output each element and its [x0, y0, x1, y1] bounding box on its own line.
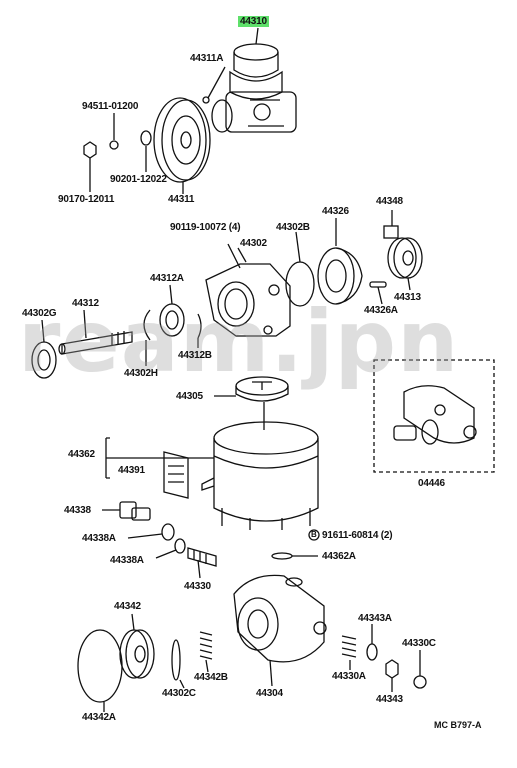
spring-44330A — [341, 635, 357, 658]
leader-44330 — [197, 559, 201, 579]
flow-valve-44330 — [187, 547, 217, 567]
leader-44338A-1 — [127, 533, 163, 539]
part-label-44343[interactable]: 44343 — [376, 694, 403, 705]
ring-44330C — [413, 675, 427, 689]
part-label-44310[interactable]: 44310 — [238, 16, 269, 27]
leader-44312 — [83, 309, 87, 339]
leader-44302B — [295, 231, 301, 263]
side-plate-drawing — [119, 629, 155, 679]
leader-44312A — [169, 284, 173, 305]
part-label-44302[interactable]: 44302 — [240, 238, 267, 249]
part-label-44312B[interactable]: 44312B — [178, 350, 212, 361]
part-label-44342B[interactable]: 44342B — [194, 672, 228, 683]
cam-ring-drawing — [317, 247, 363, 305]
nut-90170 — [83, 141, 97, 159]
leader-44311A — [207, 66, 226, 99]
leader-44302G — [41, 319, 45, 343]
reservoir-drawing — [201, 421, 319, 530]
part-label-44312[interactable]: 44312 — [72, 298, 99, 309]
oring-44342A — [77, 629, 123, 703]
part-label-44342A[interactable]: 44342A — [82, 712, 116, 723]
rotor-drawing — [387, 237, 423, 279]
oring-44338A-2 — [174, 538, 186, 554]
leader-44310 — [255, 27, 259, 45]
snap-ring-44302H — [143, 309, 151, 341]
reservoir-cap-drawing — [235, 376, 289, 430]
part-label-44313[interactable]: 44313 — [394, 292, 421, 303]
pin-44326A — [369, 281, 387, 288]
part-label-44304[interactable]: 44304 — [256, 688, 283, 699]
oring-44343A — [366, 643, 378, 661]
oring-44302C — [171, 639, 181, 681]
part-label-44302H[interactable]: 44302H — [124, 368, 158, 379]
leader-44362 — [105, 437, 214, 479]
part-label-44338[interactable]: 44338 — [64, 505, 91, 516]
part-label-44338A-2[interactable]: 44338A — [110, 555, 144, 566]
vane-44348 — [383, 225, 399, 239]
part-label-44362[interactable]: 44362 — [68, 449, 95, 460]
part-label-91611-60814[interactable]: 91611-60814 (2) — [322, 530, 393, 541]
oring-44338A-1 — [161, 523, 175, 541]
leader-44304 — [269, 659, 273, 687]
watermark: ream.jpn — [18, 292, 460, 392]
shaft-drawing — [58, 331, 133, 355]
part-label-44338A-1[interactable]: 44338A — [82, 533, 116, 544]
part-label-44330C[interactable]: 44330C — [402, 638, 436, 649]
part-label-44326A[interactable]: 44326A — [364, 305, 398, 316]
kit-contents-drawing — [393, 385, 477, 445]
bolt-symbol-letter: B — [311, 530, 317, 539]
bolt-90119 — [237, 247, 247, 263]
leader-44313 — [407, 277, 411, 291]
spring-44342B — [199, 631, 213, 660]
leader-44342 — [131, 613, 135, 631]
part-label-44311A[interactable]: 44311A — [190, 53, 224, 64]
part-label-44302G[interactable]: 44302G — [22, 308, 57, 319]
leader-44338A-2 — [155, 549, 177, 559]
leader-44302C — [179, 679, 185, 689]
kit-box-04446 — [373, 359, 495, 473]
part-label-44348[interactable]: 44348 — [376, 196, 403, 207]
key-94511 — [109, 140, 119, 150]
plug-44343 — [385, 659, 399, 679]
rear-housing-drawing — [233, 574, 327, 663]
part-label-44305[interactable]: 44305 — [176, 391, 203, 402]
part-label-44391[interactable]: 44391 — [118, 465, 145, 476]
diagram-code: MC B797-A — [434, 720, 482, 730]
part-label-04446[interactable]: 04446 — [418, 478, 445, 489]
bolt-symbol-91611 — [308, 529, 320, 541]
part-label-44312A[interactable]: 44312A — [150, 273, 184, 284]
strainer-44391 — [163, 451, 189, 499]
clip-44311A — [202, 96, 210, 104]
part-label-44311[interactable]: 44311 — [168, 194, 195, 205]
part-label-44362A[interactable]: 44362A — [322, 551, 356, 562]
part-label-44326[interactable]: 44326 — [322, 206, 349, 217]
part-label-44302C[interactable]: 44302C — [162, 688, 196, 699]
valve-44338 — [119, 501, 151, 521]
leader-90119 — [227, 243, 241, 269]
leader-44342B — [205, 659, 209, 673]
ring-44312B — [197, 313, 202, 339]
part-label-44342[interactable]: 44342 — [114, 601, 141, 612]
pulley-drawing — [153, 97, 211, 183]
part-label-44343A[interactable]: 44343A — [358, 613, 392, 624]
oring-44362A — [271, 552, 293, 560]
part-label-90201-12022[interactable]: 90201-12022 — [110, 174, 167, 185]
pump-assembly-drawing — [211, 43, 297, 133]
part-label-44302B[interactable]: 44302B — [276, 222, 310, 233]
part-label-94511-01200[interactable]: 94511-01200 — [82, 101, 139, 112]
front-housing-drawing — [205, 263, 291, 337]
leader-44326A — [377, 286, 383, 305]
part-label-44330A[interactable]: 44330A — [332, 671, 366, 682]
part-label-44330[interactable]: 44330 — [184, 581, 211, 592]
part-label-90170-12011[interactable]: 90170-12011 — [58, 194, 115, 205]
washer-90201 — [140, 130, 152, 146]
part-label-90119-10072[interactable]: 90119-10072 (4) — [170, 222, 241, 233]
